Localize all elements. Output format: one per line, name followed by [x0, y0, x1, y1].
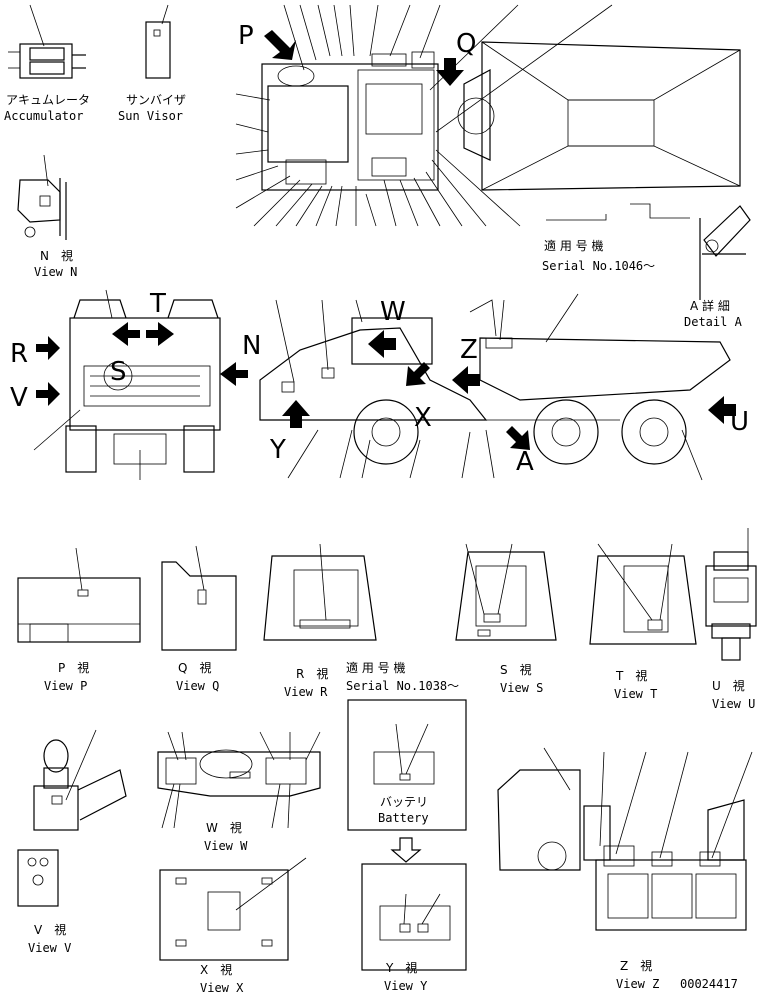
view-q-jp: Q 視: [178, 660, 211, 675]
accumulator-label-en: Accumulator: [4, 109, 83, 123]
sun-visor-figure: [145, 4, 171, 79]
view-z-en: View Z: [616, 977, 659, 991]
serial-1038-jp: 適 用 号 機: [346, 660, 405, 675]
view-w-figure: [157, 731, 321, 829]
top-view-leader-lines: [235, 4, 613, 227]
serial-1046-jp: 適 用 号 機: [544, 238, 603, 253]
view-r-figure: [263, 543, 377, 641]
arrow-w: [368, 330, 396, 358]
letter-r: R: [10, 339, 28, 369]
view-n-figure: [17, 154, 67, 240]
arrow-v: [36, 382, 60, 406]
view-s-jp: S 視: [500, 662, 532, 677]
front-view-leader-lines: [33, 289, 141, 480]
view-s-en: View S: [500, 681, 543, 695]
side-view: [259, 299, 731, 465]
view-w-en: View W: [204, 839, 248, 853]
arrow-t-right: [146, 322, 174, 346]
letter-t: T: [149, 289, 166, 319]
top-view: [261, 41, 741, 191]
view-u-en: View U: [712, 697, 755, 711]
letter-p: P: [238, 21, 254, 51]
view-z-jp: Z 視: [620, 958, 652, 973]
side-view-leader-lines: [275, 293, 703, 481]
serial-1046-en: Serial No.1046～: [542, 259, 655, 273]
letter-z: Z: [460, 335, 478, 365]
view-p-en: View P: [44, 679, 87, 693]
arrow-z: [452, 366, 480, 394]
sun-visor-label-jp: サンバイザ: [126, 93, 186, 107]
arrow-p: [264, 30, 296, 60]
view-y-jp: Y 視: [385, 960, 417, 975]
accumulator-label-jp: アキュムレータ: [6, 93, 90, 107]
arrow-q: [436, 58, 464, 86]
battery-figure: [347, 699, 467, 863]
view-x-jp: X 視: [200, 962, 232, 977]
arrow-a: [506, 426, 530, 450]
drawing-number: 00024417: [680, 977, 738, 991]
letter-n: N: [242, 331, 261, 361]
battery-en: Battery: [378, 811, 429, 825]
view-z-figure: [497, 747, 753, 931]
letter-s: S: [110, 357, 127, 387]
front-view: [65, 299, 221, 473]
view-y-figure: [361, 863, 467, 971]
serial-1038-en: Serial No.1038～: [346, 679, 459, 693]
arrow-t-left: [112, 322, 140, 346]
arrow-x: [406, 362, 430, 386]
view-u-figure: [705, 528, 757, 661]
view-n-label-jp: N 視: [40, 248, 73, 263]
view-t-figure: [589, 543, 697, 645]
sun-visor-label-en: Sun Visor: [118, 109, 183, 123]
arrow-n: [220, 362, 248, 386]
letter-x: X: [414, 403, 432, 433]
view-t-jp: T 視: [615, 668, 647, 683]
view-w-jp: W 視: [206, 820, 242, 835]
view-x-en: View X: [200, 981, 244, 995]
view-v-en: View V: [28, 941, 71, 955]
letter-a: A: [516, 447, 534, 477]
view-q-figure: [161, 545, 237, 651]
view-r-en: View R: [284, 685, 328, 699]
detail-a-figure: [546, 203, 751, 300]
arrow-y: [282, 400, 310, 428]
view-n-label-en: View N: [34, 265, 77, 279]
view-r-jp: R 視: [296, 666, 328, 681]
accumulator-figure: [8, 4, 86, 79]
view-y-en: View Y: [384, 979, 428, 993]
letter-y: Y: [269, 435, 286, 465]
arrow-u: [708, 396, 736, 424]
letter-w: W: [380, 297, 406, 327]
view-v-figure: [17, 729, 127, 907]
letter-v: V: [10, 383, 28, 413]
view-t-en: View T: [614, 687, 657, 701]
view-x-figure: [159, 857, 307, 961]
letter-q: Q: [456, 29, 476, 59]
view-v-jp: V 視: [34, 922, 66, 937]
view-p-figure: [17, 547, 141, 643]
view-q-en: View Q: [176, 679, 219, 693]
view-u-jp: U 視: [712, 678, 745, 693]
arrow-r: [36, 336, 60, 360]
view-s-figure: [455, 543, 557, 641]
detail-a-jp: A 詳 細: [690, 298, 730, 313]
detail-a-en: Detail A: [684, 315, 743, 329]
battery-jp: バッテリ: [380, 795, 428, 809]
view-p-jp: P 視: [58, 660, 89, 675]
